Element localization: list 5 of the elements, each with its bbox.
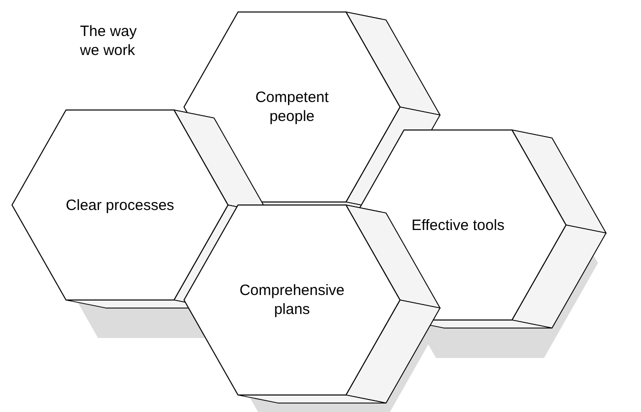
title: The way we work [80, 22, 138, 60]
hexagon-label: Clear processes [65, 196, 175, 214]
hexagon-label: Comprehensive plans [238, 281, 346, 319]
hexagon-label: Competent people [254, 88, 330, 126]
hexagon-label: Effective tools [410, 216, 506, 234]
